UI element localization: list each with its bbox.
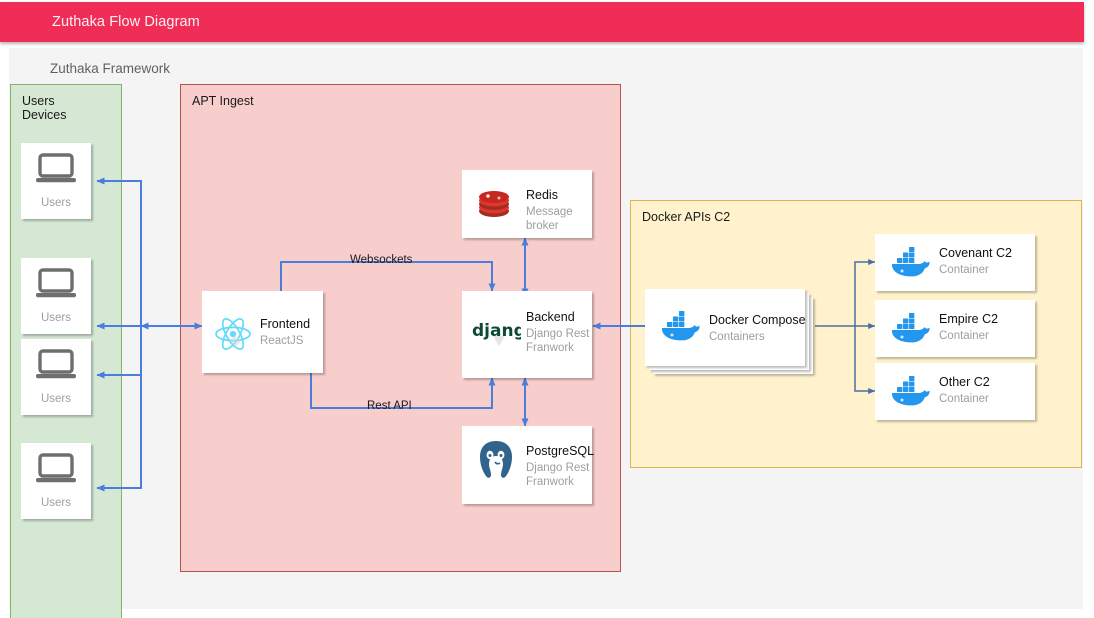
postgresql-icon bbox=[475, 438, 517, 487]
node-other-c2-subtitle: Container bbox=[939, 393, 989, 405]
node-covenant-c2-title: Covenant C2 bbox=[939, 246, 1012, 260]
docker-icon bbox=[658, 309, 700, 348]
title-bar: Zuthaka Flow Diagram bbox=[0, 2, 1084, 42]
node-backend-subtitle: Django Rest Franwork bbox=[526, 328, 590, 354]
node-user-device-4-label: Users bbox=[40, 497, 72, 509]
node-user-device-2-label: Users bbox=[40, 312, 72, 324]
laptop-icon bbox=[34, 452, 78, 493]
connector-label-rest-api: Rest API bbox=[367, 400, 412, 412]
connector-label-websockets: Websockets bbox=[350, 254, 413, 266]
node-docker-compose-subtitle: Containers bbox=[709, 331, 765, 343]
docker-icon bbox=[888, 374, 930, 413]
node-user-device-3-label: Users bbox=[40, 393, 72, 405]
node-docker-compose[interactable]: Docker Compose Containers bbox=[645, 289, 806, 366]
node-user-device-1[interactable]: Users bbox=[21, 143, 91, 219]
node-empire-c2-title: Empire C2 bbox=[939, 312, 999, 326]
node-other-c2-title: Other C2 bbox=[939, 375, 990, 389]
node-frontend-subtitle: ReactJS bbox=[260, 335, 304, 347]
node-user-device-3[interactable]: Users bbox=[21, 339, 91, 415]
node-redis-title: Redis bbox=[526, 188, 558, 202]
node-empire-c2-subtitle: Container bbox=[939, 330, 989, 342]
node-user-device-4[interactable]: Users bbox=[21, 443, 91, 519]
node-covenant-c2[interactable]: Covenant C2 Container bbox=[875, 234, 1035, 291]
lane-apt-ingest-title: APT Ingest bbox=[192, 94, 254, 108]
redis-icon bbox=[475, 185, 513, 228]
diagram-canvas: Zuthaka Framework Users Devices APT Inge… bbox=[9, 48, 1083, 618]
node-postgresql-title: PostgreSQL bbox=[526, 444, 595, 458]
django-icon: django bbox=[471, 314, 537, 353]
laptop-icon bbox=[34, 152, 78, 193]
node-postgresql-subtitle: Django Rest Franwork bbox=[526, 462, 590, 488]
lane-docker-apis-c2-title: Docker APIs C2 bbox=[642, 210, 731, 224]
framework-label: Zuthaka Framework bbox=[50, 61, 171, 76]
node-redis[interactable]: Redis Message broker bbox=[462, 170, 592, 238]
node-backend[interactable]: django Backend Django Rest Franwork bbox=[462, 291, 592, 378]
node-user-device-1-label: Users bbox=[40, 197, 72, 209]
node-frontend[interactable]: Frontend ReactJS bbox=[202, 291, 323, 373]
lane-users-devices-title: Users Devices bbox=[22, 94, 67, 122]
node-user-device-2[interactable]: Users bbox=[21, 258, 91, 334]
node-frontend-title: Frontend bbox=[260, 317, 311, 331]
node-docker-compose-title: Docker Compose bbox=[709, 313, 806, 327]
docker-icon bbox=[888, 311, 930, 350]
docker-icon bbox=[888, 245, 930, 284]
node-redis-subtitle: Message broker bbox=[526, 206, 573, 232]
node-postgresql[interactable]: PostgreSQL Django Rest Franwork bbox=[462, 426, 595, 504]
node-empire-c2[interactable]: Empire C2 Container bbox=[875, 300, 1035, 357]
node-covenant-c2-subtitle: Container bbox=[939, 264, 989, 276]
react-icon bbox=[213, 316, 253, 357]
page-title: Zuthaka Flow Diagram bbox=[52, 14, 200, 30]
laptop-icon bbox=[34, 348, 78, 389]
laptop-icon bbox=[34, 267, 78, 308]
node-other-c2[interactable]: Other C2 Container bbox=[875, 363, 1035, 420]
node-backend-title: Backend bbox=[526, 310, 575, 324]
